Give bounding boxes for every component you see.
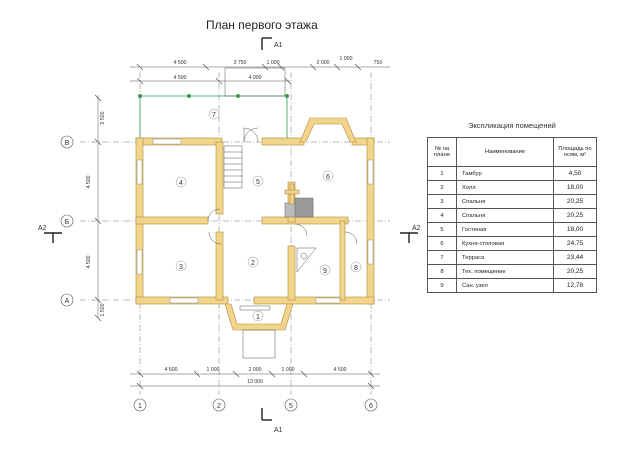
dim-left-1: 2 500 <box>100 111 106 124</box>
axis-marker-2: 2 <box>217 403 221 410</box>
axis-marker-v: В <box>65 140 70 147</box>
room-label-2: 2 <box>251 260 255 267</box>
dim-left-4: 1 500 <box>100 303 106 316</box>
dim-top-6: 750 <box>374 60 383 66</box>
dim-top-5: 1 000 <box>340 56 353 62</box>
room-label-9: 9 <box>323 268 327 275</box>
dim-top-7: 4 500 <box>174 75 187 81</box>
room-label-3: 3 <box>179 264 183 271</box>
explication-table: № на плане Наименование Площадь по осям,… <box>427 137 597 293</box>
dim-top-1: 4 500 <box>174 60 187 66</box>
explication-title: Экспликация помещений <box>468 121 556 130</box>
dim-top-3: 1 000 <box>267 60 280 66</box>
section-a1-bottom: А1 <box>274 427 283 434</box>
staircase <box>223 145 243 189</box>
dim-top-2: 3 750 <box>234 60 247 66</box>
dim-bottom-5: 4 500 <box>334 367 347 373</box>
room-label-7: 7 <box>212 112 216 119</box>
room-label-6: 6 <box>326 174 330 181</box>
page-title: План первого этажа <box>206 18 318 32</box>
dim-left-2: 4 500 <box>86 175 92 188</box>
axis-marker-5: 5 <box>289 403 293 410</box>
explication-header-row: № на плане Наименование Площадь по осям,… <box>427 137 597 167</box>
section-a2-left: А2 <box>38 225 47 232</box>
header-num: № на плане <box>427 137 457 167</box>
header-name: Наименование <box>456 137 554 167</box>
dim-bottom-4: 1 000 <box>282 367 295 373</box>
dim-left-3: 4 500 <box>86 255 92 268</box>
axis-marker-1: 1 <box>138 403 142 410</box>
dim-bottom-3: 2 000 <box>249 367 262 373</box>
dim-bottom-total: 13 000 <box>247 379 263 385</box>
section-a2-right: А2 <box>412 225 421 232</box>
room-label-1: 1 <box>256 314 260 321</box>
dim-bottom-2: 1 000 <box>207 367 220 373</box>
dim-top-8: 4 000 <box>249 75 262 81</box>
header-area: Площадь по осям, м² <box>553 137 597 167</box>
section-a1-top: А1 <box>274 42 283 49</box>
dim-top-4: 2 000 <box>317 60 330 66</box>
axis-marker-a: А <box>65 298 70 305</box>
room-label-8: 8 <box>354 265 358 272</box>
axis-marker-b: Б <box>65 219 70 226</box>
terrace-frame <box>139 95 288 142</box>
dim-bottom-1: 4 500 <box>165 367 178 373</box>
room-label-5: 5 <box>256 179 260 186</box>
room-label-4: 4 <box>179 180 183 187</box>
axis-marker-6: 6 <box>369 403 373 410</box>
